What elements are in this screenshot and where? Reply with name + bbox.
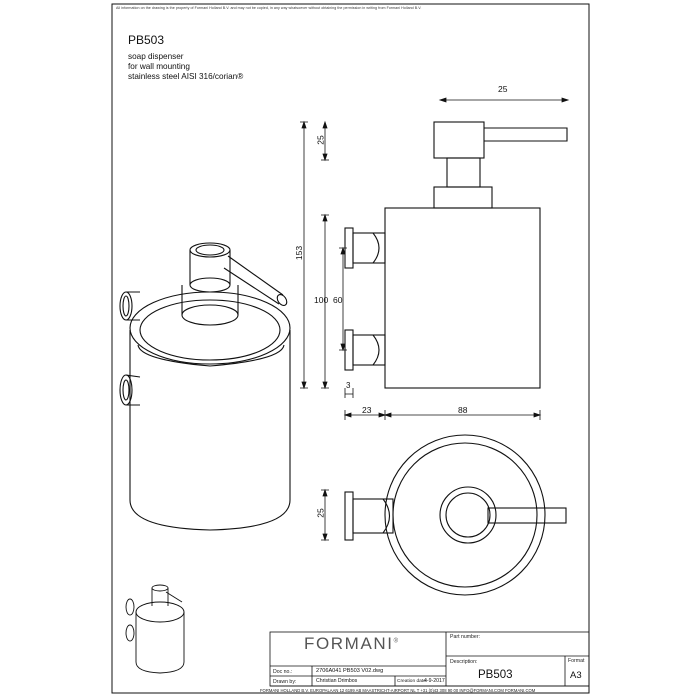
dim-height-153: 153	[294, 245, 305, 261]
description-label: Description:	[450, 659, 478, 665]
description-value: PB503	[478, 669, 513, 681]
dim-bracket-25: 25	[315, 508, 326, 518]
dim-spout-25: 25	[498, 84, 508, 94]
creation-date-label: Creation date:	[397, 679, 428, 684]
drawn-by-label: Drawn by:	[273, 679, 297, 685]
dim-body-100: 100	[314, 295, 329, 305]
sheet-border	[111, 3, 590, 694]
doc-no-label: Doc no.:	[273, 669, 293, 675]
formani-logo: FORMANI®	[304, 634, 400, 654]
dim-gap-3: 3	[346, 381, 351, 390]
dim-depth-23: 23	[362, 405, 372, 415]
dim-bracket-60: 60	[333, 295, 343, 305]
doc-no-value: 2706A041 PB503 V02.dwg	[316, 668, 384, 674]
dim-diameter-88: 88	[458, 405, 468, 415]
creation-date-value: 4-9-2017	[424, 678, 445, 684]
front-view	[344, 121, 568, 389]
product-description-line-1: soap dispenser	[128, 52, 184, 61]
product-description-line-3: stainless steel AISI 316/corian®	[128, 72, 244, 81]
company-footer: FORMANI HOLLAND B.V. EUROPALAAN 12 6199 …	[260, 688, 536, 693]
logo-registered-mark: ®	[393, 638, 400, 645]
top-view	[344, 434, 567, 596]
logo-text: FORMANI	[304, 634, 394, 653]
dim-pump-25: 25	[315, 135, 326, 145]
thumbnail-view	[125, 584, 185, 674]
part-number-label: Part number:	[450, 634, 480, 640]
product-description-line-2: for wall mounting	[128, 62, 190, 71]
product-code: PB503	[128, 33, 165, 47]
isometric-view	[119, 242, 291, 531]
format-label: Format	[568, 658, 585, 664]
title-block	[269, 631, 590, 687]
drawn-by-value: Christian Drimbos	[316, 678, 358, 684]
dimension-lines	[300, 97, 570, 542]
disclaimer-text: All information on the drawing is the pr…	[116, 6, 422, 10]
format-value: A3	[570, 670, 582, 681]
